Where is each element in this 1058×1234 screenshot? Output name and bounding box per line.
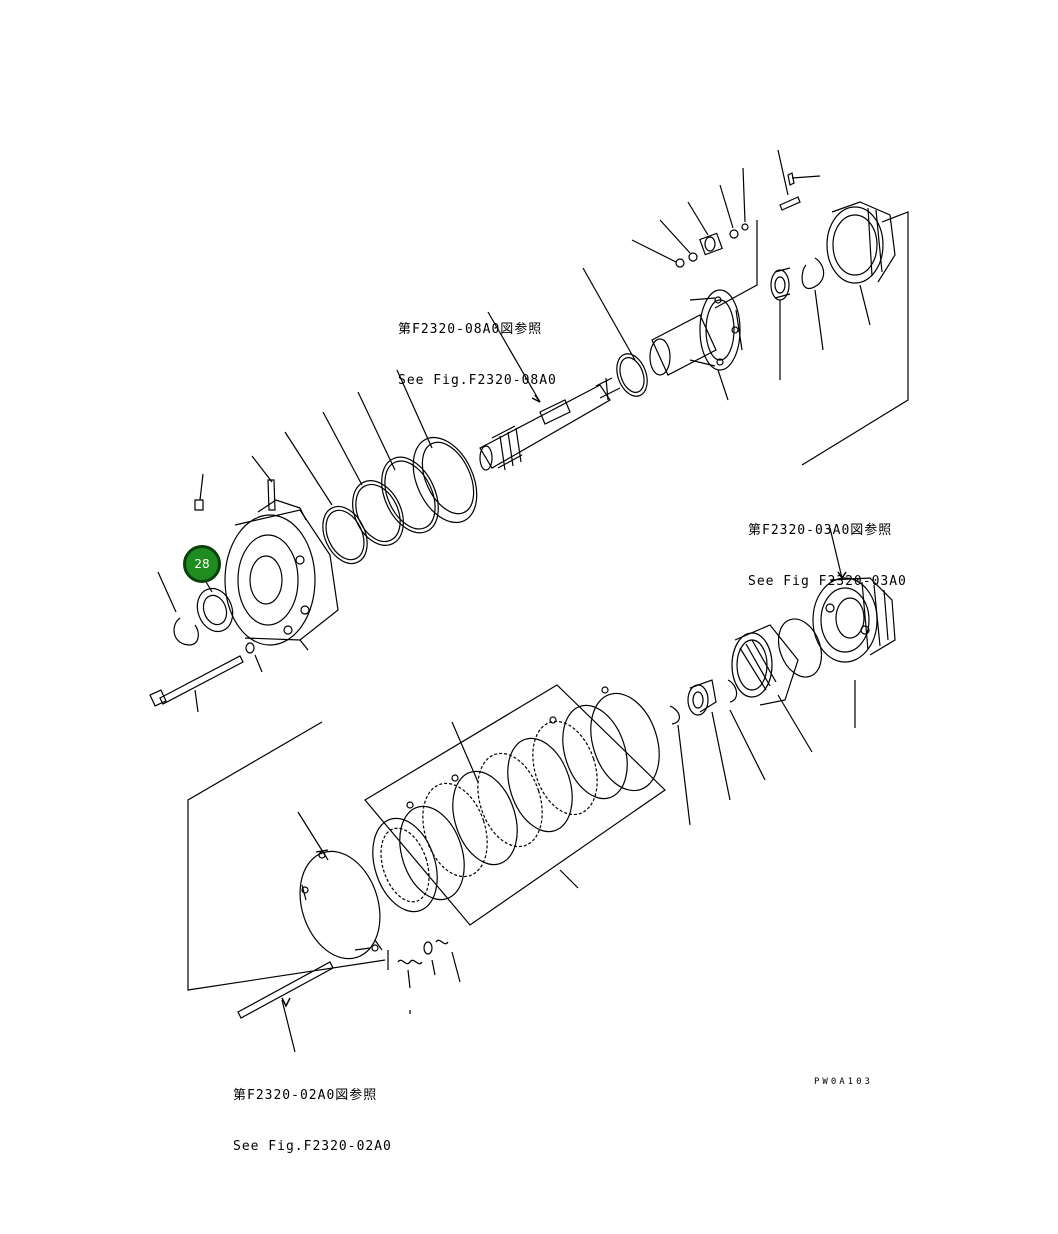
part-number-badge[interactable]: 28 xyxy=(183,545,221,583)
small-pins xyxy=(675,172,801,268)
callout-fig-03a0-en: See Fig F2320-03A0 xyxy=(748,574,907,589)
drawing-code: PW0A103 xyxy=(814,1077,873,1087)
leader-lines-lower xyxy=(281,721,579,1053)
leader-lines-left xyxy=(157,369,433,713)
snap-ring-right xyxy=(801,257,825,290)
callout-fig-02a0[interactable]: 第F2320-02A0図参照 See Fig.F2320-02A0 xyxy=(233,1053,392,1189)
snap-ring-upper xyxy=(616,353,648,397)
callout-fig-02a0-jp: 第F2320-02A0図参照 xyxy=(233,1088,378,1103)
seal-rings xyxy=(322,436,478,565)
bearing-upper xyxy=(770,267,791,301)
clutch-plates xyxy=(372,686,660,913)
leader-lines-upper xyxy=(487,149,909,466)
bolt-long xyxy=(149,642,255,707)
callout-fig-03a0-jp: 第F2320-03A0図参照 xyxy=(748,523,893,538)
springs xyxy=(397,939,449,965)
clutch-hub xyxy=(731,624,799,706)
end-plate xyxy=(299,849,383,960)
callout-fig-02a0-en: See Fig.F2320-02A0 xyxy=(233,1139,392,1154)
callout-fig-03a0[interactable]: 第F2320-03A0図参照 See Fig F2320-03A0 xyxy=(748,488,907,624)
carrier-hub xyxy=(649,289,743,376)
clutch-ring-right xyxy=(777,618,823,678)
callout-fig-08a0-en: See Fig.F2320-08A0 xyxy=(398,373,557,388)
housing-body xyxy=(194,479,339,646)
bearing-ring xyxy=(196,587,234,633)
callout-fig-08a0[interactable]: 第F2320-08A0図参照 See Fig.F2320-08A0 xyxy=(398,287,557,423)
clutch-drum xyxy=(812,577,896,663)
brackets-lower xyxy=(187,684,666,991)
snap-rings-right xyxy=(669,679,738,725)
leader-lines-right xyxy=(677,527,856,826)
ring-gear xyxy=(826,201,896,284)
snap-ring-left xyxy=(173,617,199,646)
output-shaft xyxy=(479,377,621,471)
callout-fig-08a0-jp: 第F2320-08A0図参照 xyxy=(398,322,543,337)
needle-bearing xyxy=(687,679,717,716)
